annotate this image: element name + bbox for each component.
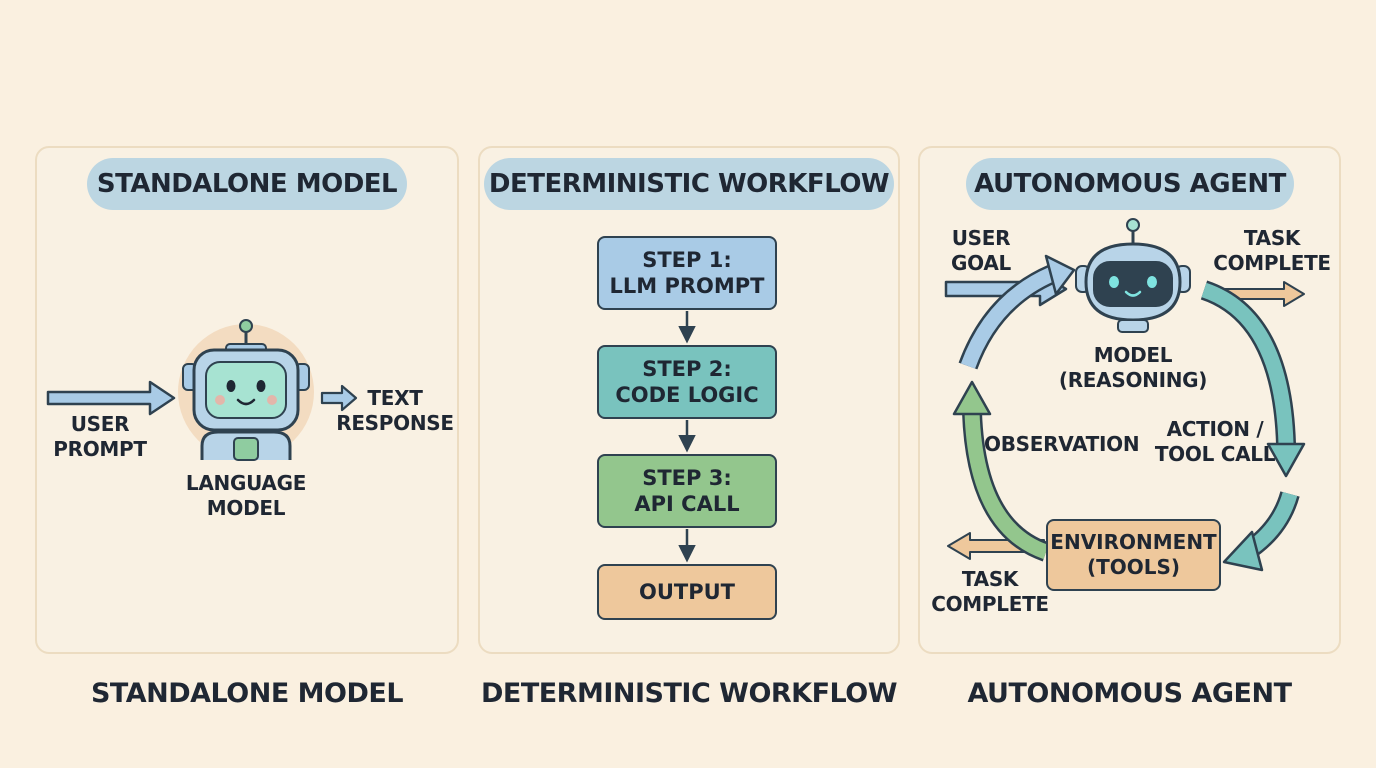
user-goal-label: USER GOAL <box>951 226 1011 275</box>
standalone-title: STANDALONE MODEL <box>87 158 407 210</box>
task-complete-bottom-label: TASK COMPLETE <box>931 567 1049 616</box>
task-complete-top-label: TASK COMPLETE <box>1213 226 1331 275</box>
workflow-step-2: STEP 2: CODE LOGIC <box>597 345 777 419</box>
environment-box: ENVIRONMENT (TOOLS) <box>1046 519 1221 591</box>
workflow-caption: DETERMINISTIC WORKFLOW <box>480 678 898 709</box>
agent-title: AUTONOMOUS AGENT <box>966 158 1294 210</box>
workflow-title: DETERMINISTIC WORKFLOW <box>484 158 894 210</box>
workflow-output: OUTPUT <box>597 564 777 620</box>
text-response-arrow <box>320 384 358 412</box>
user-prompt-label: USER PROMPT <box>53 412 147 461</box>
language-model-label: LANGUAGE MODEL <box>185 471 307 520</box>
workflow-step-1: STEP 1: LLM PROMPT <box>597 236 777 310</box>
text-response-label: TEXT RESPONSE <box>336 386 454 435</box>
loop-arrow-teal <box>1200 280 1306 478</box>
robot-icon <box>1075 218 1191 333</box>
model-reasoning-label: MODEL (REASONING) <box>1058 343 1208 392</box>
robot-icon <box>178 319 314 461</box>
loop-arrow-teal-lower <box>1222 491 1300 572</box>
observation-label: OBSERVATION <box>984 432 1140 456</box>
user-prompt-arrow <box>46 380 176 416</box>
loop-arrow-blue <box>958 254 1076 370</box>
standalone-caption: STANDALONE MODEL <box>90 678 404 709</box>
action-tool-call-label: ACTION / TOOL CALL <box>1154 417 1276 466</box>
workflow-step-3: STEP 3: API CALL <box>597 454 777 528</box>
loop-arrow-green <box>952 380 1050 562</box>
agent-caption: AUTONOMOUS AGENT <box>967 678 1292 709</box>
